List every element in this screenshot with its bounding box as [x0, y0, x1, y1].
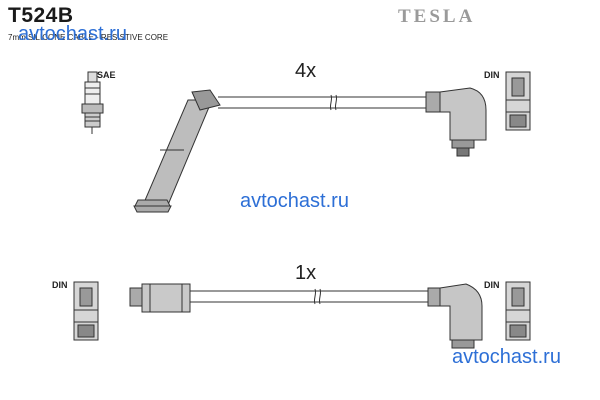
din-terminal-icon-top-right [505, 71, 531, 131]
din-label-bottom-left: DIN [52, 280, 68, 290]
din-label-top-right: DIN [484, 70, 500, 80]
sae-label: SAE [97, 70, 116, 80]
brand-logo: TESLA [398, 6, 476, 27]
quantity-bottom: 1x [295, 262, 317, 284]
din-terminal-icon-bottom-right [505, 281, 531, 341]
plug-boot-bottom-right [427, 283, 483, 349]
cable-top [218, 94, 427, 111]
quantity-top: 4x [295, 60, 317, 82]
watermark-text: avtochast.ru [18, 23, 127, 45]
watermark-text: avtochast.ru [452, 346, 561, 368]
part-code: T524B [8, 4, 74, 27]
watermark-text: avtochast.ru [240, 190, 349, 212]
coil-boot-top-right [425, 87, 487, 157]
plug-boot-top [133, 89, 221, 213]
cable-bottom [190, 288, 430, 305]
cable-description: 7mm SILICONE CABLE - RESISTIVE CORE [8, 33, 169, 42]
din-terminal-icon-bottom-left [73, 281, 99, 341]
din-label-bottom-right: DIN [484, 280, 500, 290]
spark-plug-icon [81, 71, 104, 134]
coil-boot-bottom-left [129, 283, 191, 313]
